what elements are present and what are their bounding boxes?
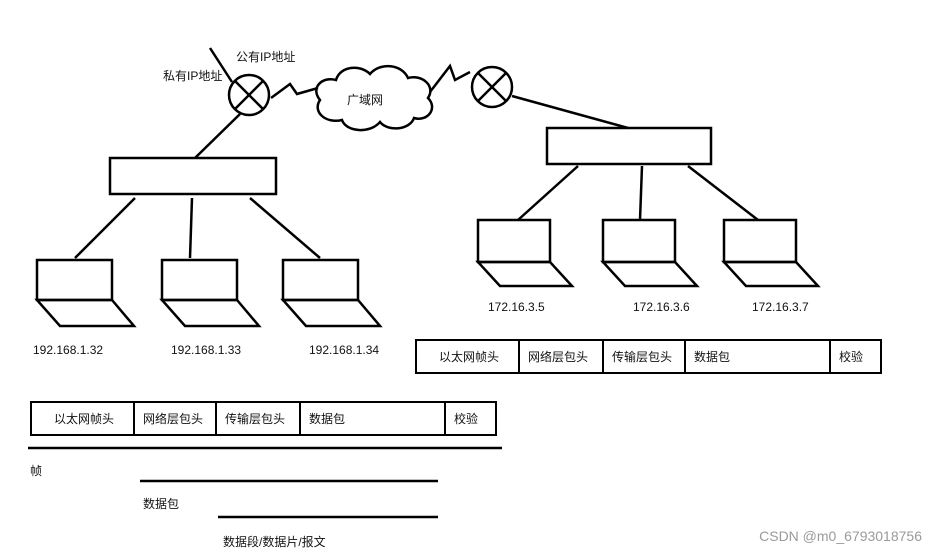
segment-scope-label: 数据段/数据片/报文 xyxy=(223,535,326,549)
right-router-to-switch-line xyxy=(511,94,629,130)
right-host-3-ip: 172.16.3.7 xyxy=(752,300,809,314)
left-switch xyxy=(108,156,278,196)
right-switch xyxy=(545,126,713,166)
ethernet-header-cell: 以太网帧头 xyxy=(32,403,135,434)
right-laptop-3-screen xyxy=(722,218,798,264)
public-ip-label: 公有IP地址 xyxy=(236,50,296,64)
right-host-2-ip: 172.16.3.6 xyxy=(633,300,690,314)
frame-structure-right: 以太网帧头 网络层包头 传输层包头 数据包 校验 xyxy=(415,339,882,374)
left-router-icon xyxy=(227,73,271,117)
right-router-icon xyxy=(470,65,514,109)
private-ip-label: 私有IP地址 xyxy=(163,69,223,83)
left-host-1-ip: 192.168.1.32 xyxy=(33,343,104,357)
transport-header-cell: 传输层包头 xyxy=(217,403,301,434)
left-laptop-3-base xyxy=(280,298,383,328)
wan-label: 广域网 xyxy=(347,93,384,107)
left-host-3-ip: 192.168.1.34 xyxy=(309,343,380,357)
right-laptop-2-screen xyxy=(601,218,677,264)
frame-structure-left: 以太网帧头 网络层包头 传输层包头 数据包 校验 xyxy=(30,401,497,436)
left-laptop-3-screen xyxy=(281,258,360,302)
left-laptop-2-base xyxy=(159,298,262,328)
network-header-cell: 网络层包头 xyxy=(520,341,604,372)
left-wan-link xyxy=(270,82,319,100)
frame-scope-label: 帧 xyxy=(30,464,43,478)
right-wan-link xyxy=(429,63,471,93)
right-laptop-3-base xyxy=(721,260,821,288)
right-laptop-1-screen xyxy=(476,218,552,264)
left-laptop-1-base xyxy=(34,298,137,328)
data-packet-cell: 数据包 xyxy=(301,403,446,434)
packet-scope-label: 数据包 xyxy=(143,497,180,511)
left-laptop-1-screen xyxy=(35,258,114,302)
transport-header-cell: 传输层包头 xyxy=(604,341,686,372)
checksum-cell: 校验 xyxy=(839,350,864,364)
right-laptop-2-base xyxy=(600,260,700,288)
left-host-2-ip: 192.168.1.33 xyxy=(171,343,242,357)
right-laptop-1-base xyxy=(475,260,575,288)
wan-cloud-icon xyxy=(315,65,434,132)
watermark: CSDN @m0_6793018756 xyxy=(759,528,922,544)
right-host-1-ip: 172.16.3.5 xyxy=(488,300,545,314)
left-laptop-2-screen xyxy=(160,258,239,302)
data-packet-cell: 数据包 xyxy=(686,341,831,372)
checksum-cell: 校验 xyxy=(454,412,479,426)
network-header-cell: 网络层包头 xyxy=(135,403,217,434)
ethernet-header-cell: 以太网帧头 xyxy=(417,341,520,372)
left-router-to-switch-line xyxy=(194,113,241,159)
public-ip-pointer-line xyxy=(208,47,234,83)
